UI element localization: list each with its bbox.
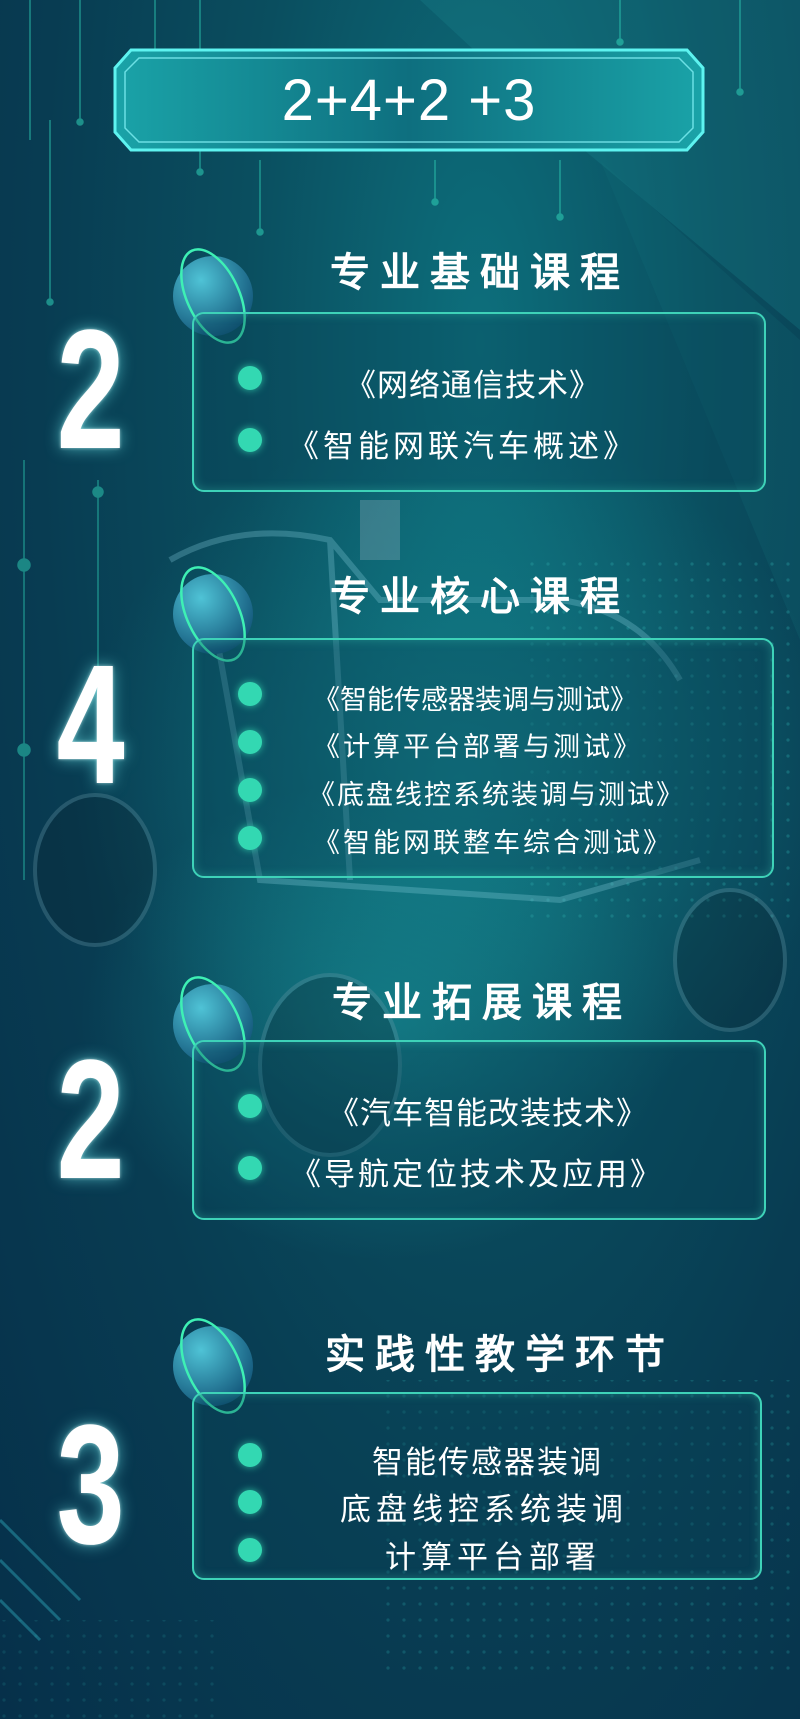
practice-item: 智能传感器装调 [372, 1445, 603, 1481]
course-item: 《智能网联汽车概述》 [288, 429, 638, 465]
section-number: 3 [56, 1390, 125, 1580]
section-title: 专业基础课程 [330, 250, 630, 296]
orb-icon [173, 1318, 253, 1414]
formula-banner: 2+4+2 +3 [113, 48, 705, 152]
course-item: 《汽车智能改装技术》 [328, 1096, 648, 1132]
bullet-dot [238, 826, 262, 850]
orb-icon [173, 248, 253, 344]
course-item: 《网络通信技术》 [345, 368, 601, 404]
orb-icon [173, 566, 253, 662]
section-number: 2 [56, 295, 125, 485]
section-title: 专业拓展课程 [332, 980, 632, 1026]
banner-frame [113, 48, 705, 152]
course-item: 《底盘线控系统装调与测试》 [308, 780, 685, 811]
bullet-dot [238, 778, 262, 802]
bullet-dot [238, 1094, 262, 1118]
bullet-dot [238, 1156, 262, 1180]
bullet-dot [238, 428, 262, 452]
bullet-dot [238, 682, 262, 706]
practice-item: 计算平台部署 [385, 1540, 601, 1576]
bullet-dot [238, 730, 262, 754]
section-title: 专业核心课程 [330, 574, 630, 620]
course-box [192, 1392, 762, 1580]
course-item: 《智能网联整车综合测试》 [313, 828, 673, 859]
course-box [192, 1040, 766, 1220]
section-number: 4 [56, 630, 125, 820]
bullet-dot [238, 1538, 262, 1562]
course-box [192, 312, 766, 492]
bullet-dot [238, 366, 262, 390]
course-item: 《计算平台部署与测试》 [313, 732, 643, 763]
course-box [192, 638, 774, 878]
formula-text: 2+4+2 +3 [281, 67, 537, 133]
section-title: 实践性教学环节 [325, 1332, 675, 1378]
bullet-dot [238, 1490, 262, 1514]
orb-icon [173, 976, 253, 1072]
section-number: 2 [56, 1025, 125, 1215]
practice-item: 底盘线控系统装调 [340, 1492, 628, 1528]
course-item: 《智能传感器装调与测试》 [313, 685, 637, 716]
course-item: 《导航定位技术及应用》 [290, 1157, 664, 1193]
bullet-dot [238, 1443, 262, 1467]
